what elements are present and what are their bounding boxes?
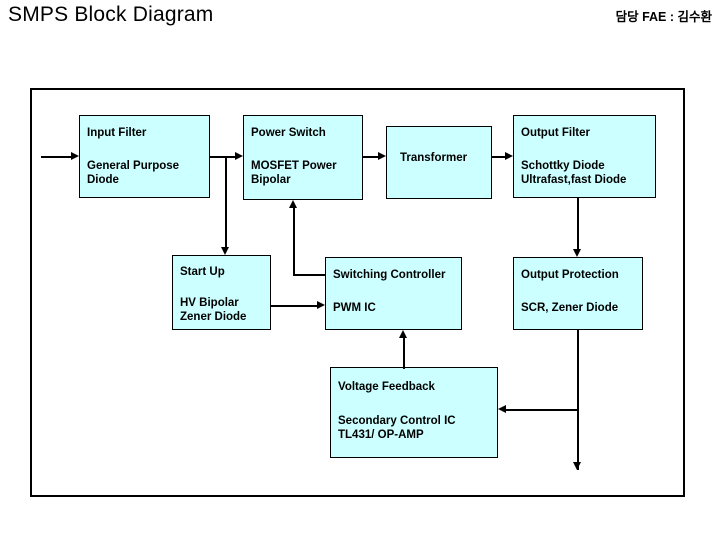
arrow-power-switch-to-transformer [378, 152, 386, 160]
connector-power-switch-to-transformer [363, 156, 378, 158]
arrow-ac-input-to-input-filter [71, 152, 79, 160]
block-switching-controller-heading: Switching Controller [333, 269, 446, 281]
arrow-output-filter-to-output-protection [573, 249, 581, 257]
block-start-up-detail-1: HV Bipolar [180, 297, 239, 309]
author-note: 담당 FAE : 김수환 [615, 10, 712, 24]
connector-ac-input-to-input-filter [41, 156, 71, 158]
block-voltage-feedback-detail-2: TL431/ OP-AMP [338, 429, 424, 441]
block-power-switch[interactable]: Power Switch MOSFET Power Bipolar [243, 115, 363, 200]
block-output-filter[interactable]: Output Filter Schottky Diode Ultrafast,f… [513, 115, 656, 198]
block-output-filter-detail-1: Schottky Diode [521, 160, 605, 172]
block-power-switch-detail-2: Bipolar [251, 174, 291, 186]
arrow-transformer-to-output-filter [505, 152, 513, 160]
block-input-filter-heading: Input Filter [87, 127, 147, 139]
arrow-output-protection-to-voltage-feedback [498, 405, 506, 413]
block-power-switch-heading: Power Switch [251, 127, 326, 139]
arrow-voltage-feedback-to-switching-controller [399, 330, 407, 338]
connector-input-line-to-start-up [225, 156, 227, 247]
diagram-frame [30, 88, 685, 497]
block-start-up[interactable]: Start Up HV Bipolar Zener Diode [172, 255, 271, 330]
connector-switching-controller-to-power-switch-riser [293, 208, 295, 276]
block-input-filter[interactable]: Input Filter General Purpose Diode [79, 115, 210, 198]
connector-start-up-to-switching-controller [271, 305, 317, 307]
block-power-switch-detail-1: MOSFET Power [251, 160, 337, 172]
block-start-up-detail-2: Zener Diode [180, 311, 247, 323]
arrow-start-up-to-switching-controller [317, 301, 325, 309]
block-output-protection-detail-1: SCR, Zener Diode [521, 302, 619, 314]
block-voltage-feedback[interactable]: Voltage Feedback Secondary Control IC TL… [330, 367, 498, 458]
block-transformer[interactable]: Transformer [386, 126, 492, 199]
block-input-filter-detail-1: General Purpose [87, 160, 180, 172]
connector-output-filter-to-output-protection [577, 198, 579, 249]
block-output-protection[interactable]: Output Protection SCR, Zener Diode [513, 257, 643, 330]
block-switching-controller-detail-1: PWM IC [333, 302, 376, 314]
connector-output-protection-to-voltage-feedback [506, 409, 578, 411]
arrow-input-line-to-start-up [221, 247, 229, 255]
block-voltage-feedback-heading: Voltage Feedback [338, 381, 435, 393]
page-title: SMPS Block Diagram [8, 3, 214, 26]
connector-output-protection-down-bus [577, 330, 579, 470]
arrow-output-protection-to-dc-output [573, 462, 581, 470]
block-transformer-heading: Transformer [400, 152, 468, 164]
block-input-filter-detail-2: Diode [87, 174, 119, 186]
connector-input-filter-to-power-switch [210, 156, 235, 158]
arrow-input-filter-to-power-switch [235, 152, 243, 160]
block-output-filter-detail-2: Ultrafast,fast Diode [521, 174, 627, 186]
block-output-protection-heading: Output Protection [521, 269, 619, 281]
arrow-switching-controller-to-power-switch [289, 200, 297, 208]
connector-transformer-to-output-filter [492, 156, 505, 158]
block-voltage-feedback-detail-1: Secondary Control IC [338, 415, 456, 427]
block-switching-controller[interactable]: Switching Controller PWM IC [325, 257, 462, 330]
connector-switching-controller-to-power-switch-segment [293, 274, 326, 276]
block-output-filter-heading: Output Filter [521, 127, 590, 139]
block-start-up-heading: Start Up [180, 266, 225, 278]
connector-voltage-feedback-to-switching-controller [403, 338, 405, 369]
